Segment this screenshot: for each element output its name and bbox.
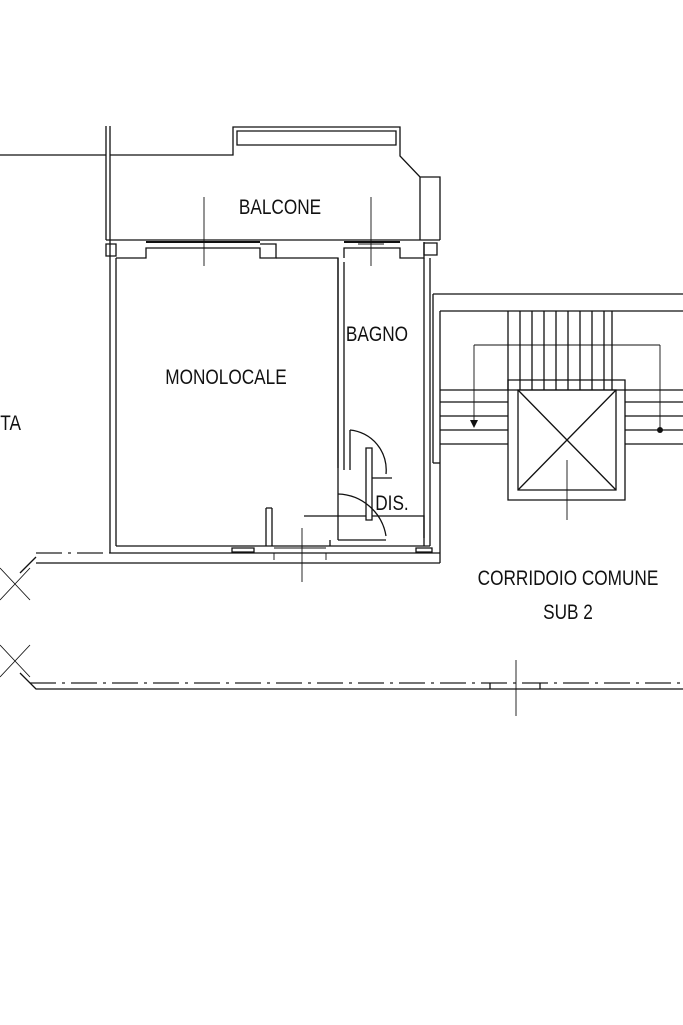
balcony	[0, 126, 441, 266]
apartment-walls	[105, 240, 440, 554]
label-dis: DIS.	[375, 493, 408, 516]
corridor	[19, 463, 683, 716]
entrance-door	[231, 507, 433, 582]
stairwell	[432, 293, 683, 520]
bathroom-area	[304, 429, 425, 546]
label-bagno: BAGNO	[346, 324, 408, 347]
label-sub: SUB 2	[543, 602, 593, 625]
break-marks	[0, 567, 31, 678]
label-monolocale: MONOLOCALE	[165, 367, 286, 390]
label-corridoio: CORRIDOIO COMUNE	[478, 568, 659, 591]
label-balcone: BALCONE	[239, 197, 321, 220]
label-partial-left: TA	[0, 413, 21, 436]
